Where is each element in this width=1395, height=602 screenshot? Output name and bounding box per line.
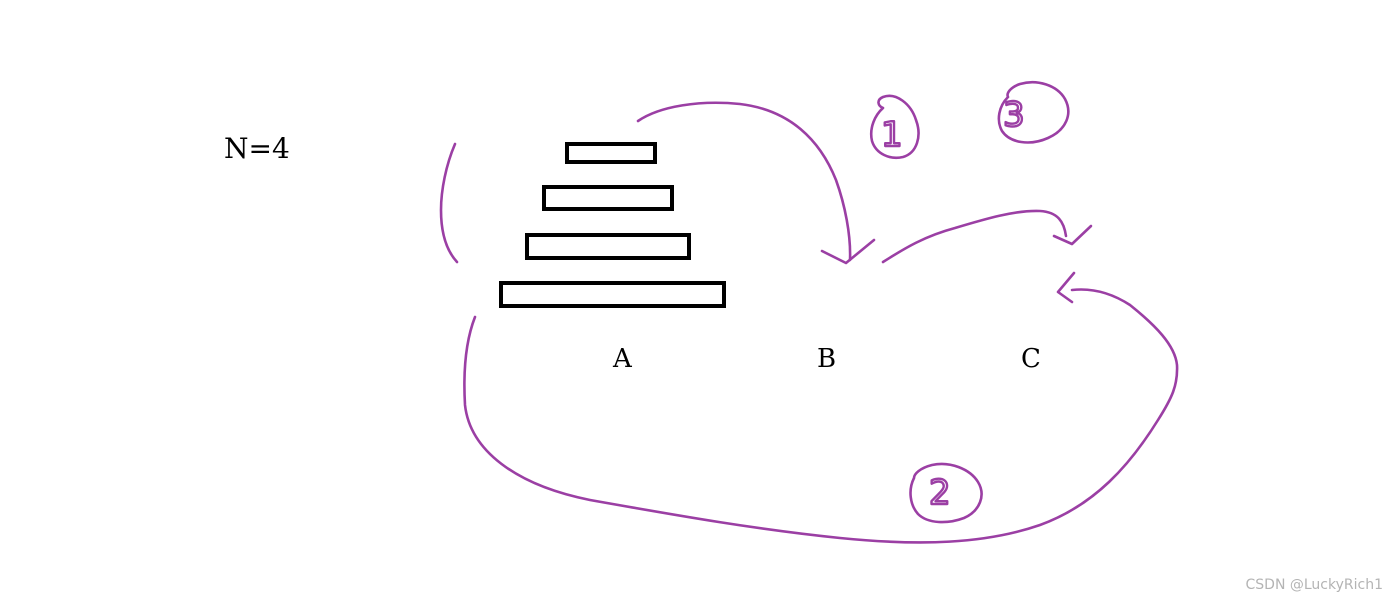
- step-1-number: 1: [881, 115, 903, 155]
- move-1-arrowhead: [820, 238, 876, 265]
- step-marker-1: 1: [869, 94, 920, 160]
- step-marker-3: 3: [997, 80, 1070, 144]
- disk-3: [525, 233, 691, 260]
- disk-2: [542, 185, 674, 211]
- disk-1: [565, 142, 657, 164]
- step-2-circle: [909, 462, 983, 524]
- move-2-arrowhead: [1056, 271, 1076, 304]
- peg-label-c: C: [1021, 344, 1041, 374]
- move-2-arrow: [463, 288, 1179, 544]
- watermark: CSDN @LuckyRich1: [1245, 577, 1383, 593]
- step-1-circle: [869, 94, 920, 160]
- step-3-circle: [997, 80, 1070, 144]
- peg-label-a: A: [612, 344, 633, 374]
- step-2-number: 2: [929, 473, 951, 513]
- move-3-arrowhead: [1052, 224, 1093, 246]
- peg-label-b: B: [817, 344, 836, 374]
- top-disks-bracket: [439, 142, 459, 264]
- move-1-arrow: [636, 101, 852, 262]
- n-label: N=4: [224, 132, 290, 165]
- disk-4: [499, 281, 726, 308]
- step-3-number: 3: [1003, 95, 1025, 135]
- move-3-arrow: [881, 209, 1068, 264]
- step-marker-2: 2: [909, 462, 983, 524]
